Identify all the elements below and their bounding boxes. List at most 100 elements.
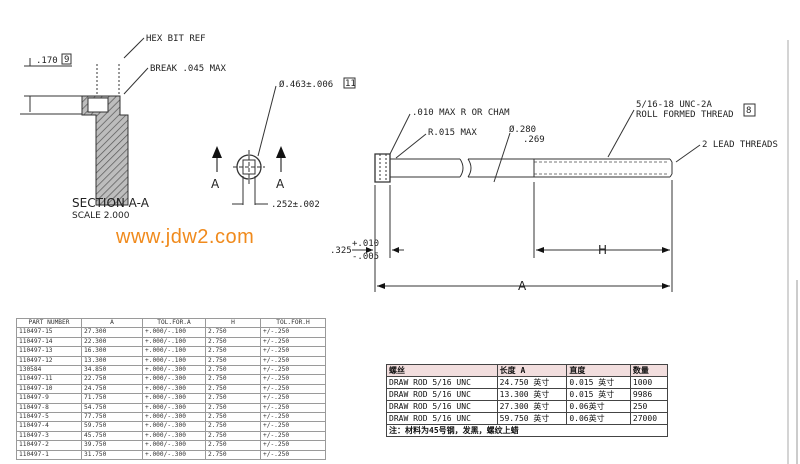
end-view	[216, 85, 282, 205]
rod-table-cell: 59.750 英寸	[496, 412, 568, 425]
part-table-cell: 2.750	[205, 336, 261, 348]
part-table-cell: 110497-10	[16, 383, 82, 395]
hex-bit-ref-label: HEX BIT REF	[146, 34, 206, 44]
part-table-cell: +.000/-.300	[142, 365, 206, 376]
part-table-cell: 110497-14	[16, 336, 82, 348]
part-table-cell: 110497-2	[16, 440, 82, 451]
dim-h-label: H	[598, 243, 607, 257]
rod-table-cell: 1000	[629, 376, 669, 389]
section-arrow-left-icon	[212, 146, 222, 158]
part-table-cell: 27.300	[81, 327, 143, 338]
part-table-header-cell: TOL.FOR.H	[260, 317, 326, 329]
section-view	[20, 37, 149, 206]
part-table-cell: 2.750	[205, 449, 261, 461]
part-table-cell: +.000/-.300	[142, 402, 206, 414]
part-table-cell: 34.850	[81, 365, 143, 376]
rod-table-cell: 9986	[629, 388, 669, 401]
rod-table-cell: 0.06英寸	[566, 412, 631, 425]
section-arrow-label-right: A	[276, 177, 285, 191]
section-arrow-label-left: A	[211, 177, 220, 191]
part-table-cell: +/-.250	[260, 449, 326, 461]
radius-note: R.015 MAX	[428, 128, 477, 138]
dim-arrow-icon	[662, 283, 670, 289]
part-table-cell: +.000/-.300	[142, 440, 206, 451]
part-table-cell: +.000/-.300	[142, 449, 206, 461]
part-table-cell: 54.750	[81, 402, 143, 414]
part-table-cell: +/-.250	[260, 365, 326, 376]
part-table-cell: 2.750	[205, 346, 261, 357]
part-table-cell: 22.300	[81, 336, 143, 348]
part-table-cell: 2.750	[205, 440, 261, 451]
part-table-cell: +.000/-.100	[142, 336, 206, 348]
break-note-label: BREAK .045 MAX	[150, 64, 226, 74]
part-table-cell: 24.750	[81, 383, 143, 395]
head-dim-minus: -.005	[352, 252, 379, 262]
dim-arrow-icon	[366, 247, 373, 253]
part-table-cell: 31.750	[81, 449, 143, 461]
part-table-cell: 110497-9	[16, 393, 82, 404]
rod-table-cell: 24.750 英寸	[496, 376, 568, 389]
part-table-cell: 2.750	[205, 327, 261, 338]
part-table-cell: 2.750	[205, 402, 261, 414]
part-table-cell: +.000/-.300	[142, 393, 206, 404]
section-scale: SCALE 2.000	[72, 211, 130, 221]
rod-table-note-row: 注：材料为45号钢，发黑，螺纹上蜡	[386, 424, 668, 437]
chamfer-note: .010 MAX R OR CHAM	[412, 108, 510, 118]
rod-table-cell: 27000	[629, 412, 669, 425]
part-table-cell: +/-.250	[260, 374, 326, 385]
dim-arrow-icon	[392, 247, 399, 253]
dim-arrow-icon	[536, 247, 544, 253]
part-table-cell: 110497-15	[16, 327, 82, 338]
part-table-header-cell: A	[81, 317, 143, 329]
part-table-cell: 39.750	[81, 440, 143, 451]
rod-table-cell: DRAW ROD 5/16 UNC	[386, 376, 498, 389]
rod-table-cell: 0.015 英寸	[566, 388, 631, 401]
part-table-cell: +.000/-.300	[142, 430, 206, 442]
rod-table-cell: DRAW ROD 5/16 UNC	[386, 400, 498, 413]
part-table-cell: +.000/-.100	[142, 346, 206, 357]
rod-table-cell: 27.300 英寸	[496, 400, 568, 413]
thread-spec-line1: 5/16-18 UNC-2A	[636, 100, 712, 110]
part-table-cell: 2.750	[205, 383, 261, 395]
part-table-cell: +/-.250	[260, 393, 326, 404]
part-table-cell: 2.750	[205, 430, 261, 442]
rod-dia-top: Ø.280	[509, 124, 536, 135]
part-table-cell: +/-.250	[260, 346, 326, 357]
rod-table-header-cell: 数量	[629, 364, 669, 377]
part-table-header-cell: H	[205, 317, 261, 329]
part-table-cell: +/-.250	[260, 421, 326, 432]
part-table-cell: +/-.250	[260, 412, 326, 423]
part-table-cell: +.000/-.100	[142, 327, 206, 338]
end-view-width: .252±.002	[271, 200, 320, 210]
part-table-cell: +/-.250	[260, 355, 326, 367]
part-table-cell: +.000/-.100	[142, 355, 206, 367]
part-table-cell: 2.750	[205, 412, 261, 423]
part-table-cell: 110497-5	[16, 412, 82, 423]
part-table-cell: 110497-1	[16, 449, 82, 461]
part-table-cell: +.000/-.300	[142, 383, 206, 395]
part-table-cell: 110497-4	[16, 421, 82, 432]
dim-a-label: A	[518, 279, 527, 293]
rod-table-cell: DRAW ROD 5/16 UNC	[386, 388, 498, 401]
note-8: 8	[746, 106, 751, 116]
part-table-cell: +/-.250	[260, 440, 326, 451]
part-table-cell: 110497-3	[16, 430, 82, 442]
part-table-cell: 22.750	[81, 374, 143, 385]
part-table-cell: +/-.250	[260, 430, 326, 442]
note-box-8	[743, 103, 756, 117]
dim-arrow-icon	[377, 283, 385, 289]
